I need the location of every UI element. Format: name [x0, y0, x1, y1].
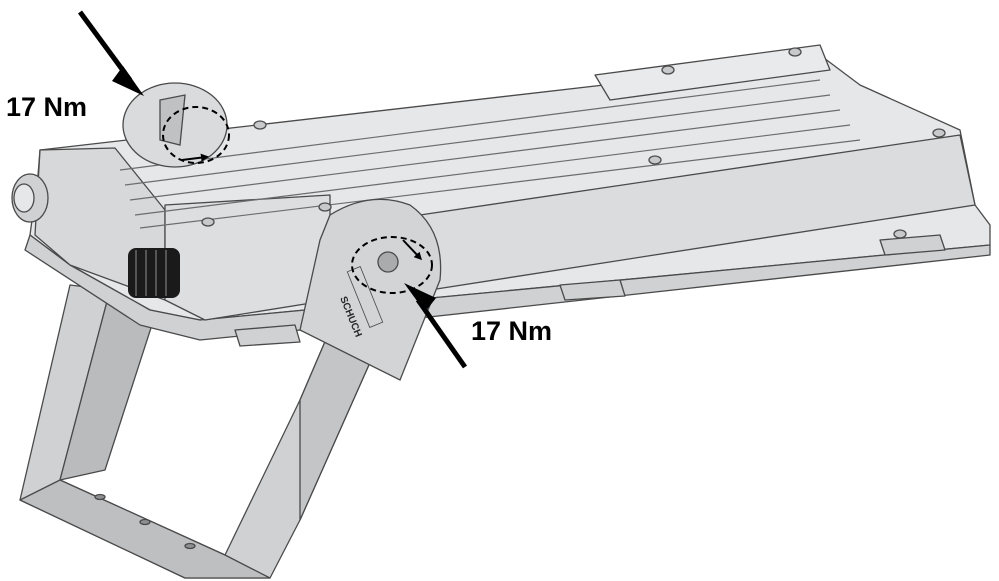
torque-label-left: 17 Nm [6, 92, 88, 122]
connector-plug [128, 248, 180, 298]
luminaire-housing [24, 44, 991, 347]
torque-indicator-right [351, 236, 433, 294]
torque-label-right: 17 Nm [471, 316, 553, 346]
pivot-plate [299, 198, 442, 381]
pointer-arrow-left [77, 10, 144, 96]
pointer-arrow-right [404, 283, 468, 369]
torque-indicator-left [162, 106, 230, 164]
mounting-bracket [19, 284, 381, 579]
rear-pivot-disc [122, 82, 228, 168]
cable-gland [11, 173, 49, 223]
